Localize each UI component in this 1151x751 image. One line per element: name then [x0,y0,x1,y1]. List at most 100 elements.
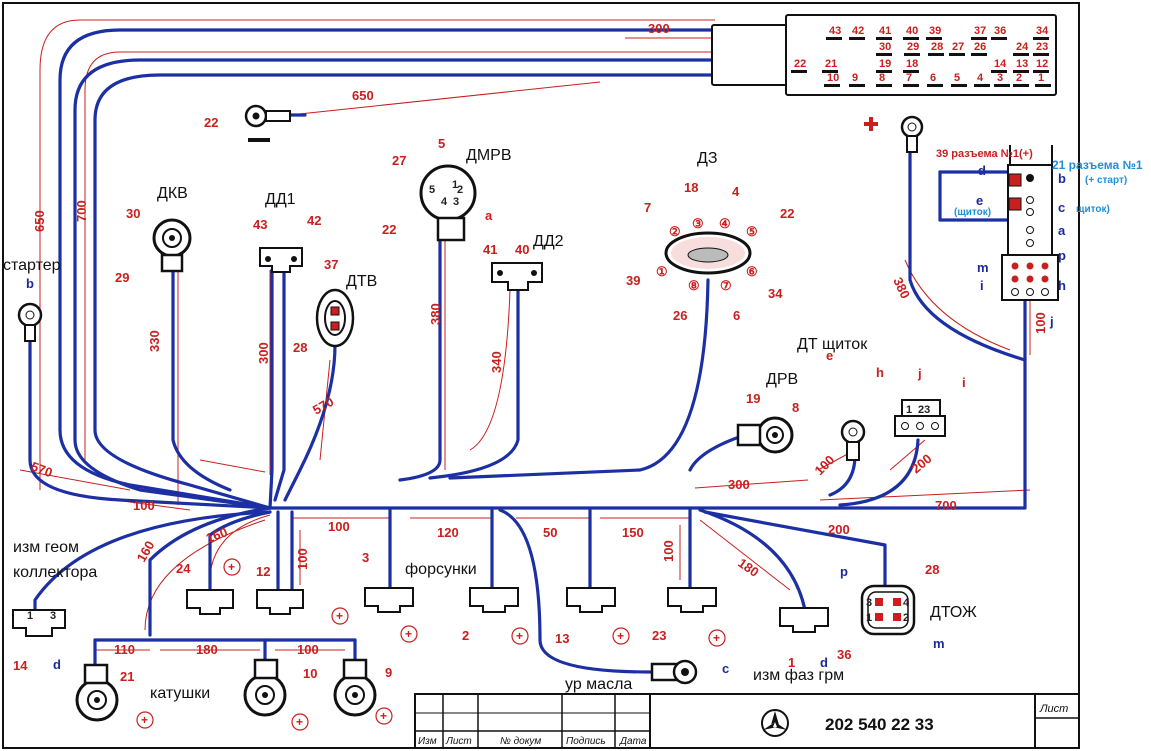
connector-pin-bar [876,37,892,40]
connector-pin-bar [1013,53,1029,56]
label-dtozh: ДТОЖ [930,604,977,621]
connector-pin-block [785,14,1057,96]
plus-sign: + [296,715,303,729]
stamp-sheet-label: Лист [1039,703,1068,715]
dim-100-right: 100 [1033,312,1048,334]
label-kollektora: коллектора [13,564,97,581]
dimension-lines [19,19,1031,651]
dim-200-a: 200 [908,451,934,476]
relay-pin-c: c [1058,200,1065,215]
dim-330: 330 [147,330,162,352]
kol-pin-d: d [53,657,61,672]
connector-pin-label: 42 [852,25,864,37]
dz-circ-7: ⑦ [720,278,732,293]
connector-pin-label: 3 [997,72,1003,84]
dim-160-a: 160 [134,538,158,564]
connector-pin-label: 27 [952,41,964,53]
faz-pin-d: d [820,655,828,670]
plus-sign: + [228,560,235,574]
dd2-connector [491,262,543,291]
relay-shchitok-right: щиток) [1076,204,1110,215]
relay-pin-b: b [1058,171,1066,186]
plus-sign: + [336,609,343,623]
dtozh-pin-p: p [840,564,848,579]
connector-pin-bar [928,53,944,56]
num-3: 3 [362,550,369,565]
label-dkv: ДКВ [157,185,188,202]
connector-pin-label: 24 [1016,41,1029,53]
connector-pin-bar [974,84,990,87]
label-forsunki: форсунки [405,561,477,578]
dim-50: 50 [543,525,557,540]
relay-shchitok-left: (щиток) [954,207,991,218]
num-23: 23 [652,628,666,643]
connector-pin-label: 30 [879,41,891,53]
dz-circ-6: ⑥ [746,264,758,279]
plus-sign: + [617,629,624,643]
dtv-sensor [315,288,355,348]
connector-pin-bar [1033,37,1049,40]
num-10: 10 [303,666,317,681]
dim-150: 150 [622,525,644,540]
dim-100-a: 100 [328,519,350,534]
dz-circ-5: ⑤ [746,224,758,239]
stamp-col-podpis: Подпись [566,736,606,747]
connector-pin-label: 18 [906,58,918,70]
minus-icon [248,138,270,142]
starter-ring [17,302,43,342]
connector-pin-label: 8 [879,72,885,84]
relay-pin-d: d [978,163,986,178]
dim-180-b: 180 [735,555,761,580]
dim-200-b: 200 [828,522,850,537]
connector-pin-bar [926,37,942,40]
oil-level-sensor [650,659,698,685]
num-a: a [485,208,493,223]
connector-housing [711,24,789,86]
num-36: 36 [837,647,851,662]
hji-connector [894,399,946,437]
dmrv-pin-5: 5 [429,184,435,196]
connector-pin-bar [826,37,842,40]
relay-title-cyan: 21 разъема №1 [1052,158,1143,172]
connector-pin-label: 34 [1036,25,1049,37]
oil-pin-c: c [722,661,729,676]
plus-circle-icon [375,707,393,725]
connector-pin-bar [949,53,965,56]
starter-pin-b: b [26,276,34,291]
relay-subtitle-cyan: (+ старт) [1085,175,1127,186]
plus-circle-icon [612,627,630,645]
num-37: 37 [324,257,338,272]
connector-pin-label: 9 [852,72,858,84]
dz-circ-8: ⑧ [688,278,700,293]
relay-pin-e: e [976,193,983,208]
label-izm-faz: изм фаз грм [753,667,844,684]
kol-pin-3: 3 [50,610,56,622]
connector-pin-bar [991,37,1007,40]
ignition-coils [75,658,377,722]
dim-340: 340 [489,351,504,373]
dmrv-sensor [419,164,477,242]
label-dmrv: ДМРВ [466,147,512,164]
relay-title-red: 39 разъема №1(+) [936,148,1033,160]
title-stamp [414,693,1080,749]
dmrv-pin-3: 3 [453,196,459,208]
dz-circ-3: ③ [692,216,704,231]
num-h: h [876,365,884,380]
num-22-ground: 22 [204,115,218,130]
plus-sign: + [516,629,523,643]
dim-160-b: 160 [204,524,230,546]
connector-pin-label: 26 [974,41,986,53]
label-izm-geom: изм геом [13,539,79,556]
dim-100-mid: 100 [812,452,838,478]
connector-pin-label: 28 [931,41,943,53]
dtozh-pin-2: 2 [903,612,909,624]
connector-pin-label: 36 [994,25,1006,37]
connector-pin-bar [849,84,865,87]
dz-num-34: 34 [768,286,783,301]
num-j: j [917,366,922,381]
connector-pin-bar [849,37,865,40]
stamp-col-doc: № докум [500,736,541,747]
connector-pin-bar [876,70,892,73]
dtozh-pin-m: m [933,636,945,651]
dz-num-39: 39 [626,273,640,288]
